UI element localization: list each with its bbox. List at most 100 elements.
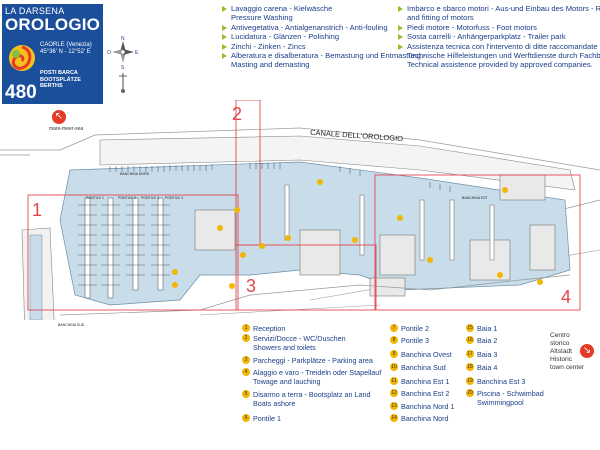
bullet-triangle-icon	[222, 53, 227, 60]
legend-line: Pontile 2	[401, 324, 429, 333]
compass-o: O	[107, 50, 111, 56]
historic-center: Centro storico Altstadt Historic town ce…	[550, 332, 594, 372]
legend-number-badge: 13	[390, 402, 398, 410]
pontile-3-label: PONTILE 3	[141, 196, 159, 200]
legend-number-badge: 12	[390, 389, 398, 397]
pontile-2-label: PONTILE 2	[118, 196, 136, 200]
arrow-down-right-icon: ↘	[580, 344, 594, 358]
legend-line: Reception	[253, 324, 286, 333]
pontile-1-label: PONTILE 1	[86, 196, 104, 200]
legend-text: Banchina Est 2	[401, 389, 449, 398]
service-text: Antivegetativa - Antialgenanstrich - Ant…	[231, 22, 388, 32]
service-text: Imbarco e sbarco motori - Aus-und Einbau…	[407, 4, 600, 13]
logo-berths-number: 480	[5, 82, 37, 103]
marina-map	[0, 100, 600, 320]
arrow-up-left-icon: ↖	[52, 110, 66, 124]
legend-text: Pontile 2	[401, 324, 429, 333]
logo-swirl-icon	[9, 45, 35, 71]
legend-text: Banchina Nord 1	[401, 402, 455, 411]
legend-number-badge: 19	[466, 377, 474, 385]
service-text: Zinchi - Zinken - Zincs	[231, 41, 306, 51]
legend-line: Baia 3	[477, 350, 498, 359]
legend-line: Boats ashore	[253, 399, 296, 408]
service-item: Alberatura e disalberatura - Bemastung u…	[222, 51, 426, 70]
legend-number-badge: 15	[466, 324, 474, 332]
legend-number-badge: 14	[390, 414, 398, 422]
legend-number-badge: 2	[242, 334, 250, 342]
legend-number-badge: 8	[390, 336, 398, 344]
logo-line2: OROLOGIO	[5, 15, 101, 34]
legend-text: Baia 4	[477, 363, 497, 372]
marina-logo: LA DARSENA OROLOGIO CAORLE (Venezia) 45°…	[2, 4, 103, 104]
legend-number-badge: 7	[390, 324, 398, 332]
service-text: Technical assistence provided by approve…	[407, 60, 593, 70]
service-item: Sosta carrelli - Anhängerparkplatz - Tra…	[398, 32, 600, 41]
compass-s: S	[121, 65, 125, 71]
compass-rose-icon: N S O E	[107, 36, 139, 93]
legend-number-badge: 10	[390, 363, 398, 371]
legend-text: Pontile 1	[253, 414, 281, 423]
banchina-sud-label: BANCHINA SUD	[58, 323, 85, 327]
service-item: Imbarco e sbarco motori - Aus-und Einbau…	[398, 4, 600, 23]
legend-text: Parcheggi - Parkplätze - Parking area	[253, 356, 373, 365]
legend-number-badge: 20	[466, 389, 474, 397]
legend-line: Pontile 1	[253, 414, 281, 423]
center-line-4: Historic	[550, 356, 572, 363]
service-text: Lavaggio carena - Kielwäsche	[231, 4, 333, 13]
legend-line: Banchina Est 3	[477, 377, 526, 386]
legend-text: Banchina Ovest	[401, 350, 452, 359]
bullet-triangle-icon	[398, 43, 403, 50]
service-text: Piedi motore - Motorfuss - Foot motors	[407, 22, 537, 32]
center-line-3: Altstadt	[550, 348, 572, 355]
service-text: Alberatura e disalberatura - Bemastung u…	[231, 51, 426, 61]
service-text: Pressure Washing	[231, 13, 293, 23]
pontile-4-label: PONTILE 4	[165, 196, 183, 200]
logo-berths-label-3: BERTHS	[40, 83, 63, 89]
legend-line: Alaggio e varo - Treideln oder Stapellau…	[253, 368, 382, 377]
legend-text: Banchina Nord	[401, 414, 449, 423]
legend-line: Baia 1	[477, 324, 498, 333]
legend-number-badge: 5	[242, 390, 250, 398]
legend-number-badge: 17	[466, 350, 474, 358]
service-item: Antivegetativa - Antialgenanstrich - Ant…	[222, 23, 426, 32]
legend-text: Baia 1	[477, 324, 497, 333]
legend-text: Banchina Est 1	[401, 377, 449, 386]
service-item: Lucidatura - Glänzen - Polishing	[222, 32, 426, 41]
legend-line: Baia 2	[477, 336, 498, 345]
bullet-triangle-icon	[222, 24, 227, 31]
banchina-est-label: BANCHINA EST	[462, 196, 488, 200]
bullet-triangle-icon	[398, 6, 403, 12]
bullet-triangle-icon	[222, 34, 227, 41]
legend-line: Banchina Nord	[401, 414, 449, 423]
legend-number-badge: 3	[242, 356, 250, 364]
bullet-triangle-icon	[222, 6, 227, 12]
service-item: Piedi motore - Motorfuss - Foot motors	[398, 23, 600, 32]
mare-label: mare-meer-sea	[49, 126, 84, 132]
legend-line: Piscina - Schwimbad	[477, 389, 544, 398]
service-text: Masting and demasting	[231, 60, 310, 70]
legend-line: Banchina Est 2	[401, 389, 450, 398]
legend-number-badge: 1	[242, 324, 250, 332]
logo-location-2: 45°36' N - 12°52' E	[40, 49, 91, 55]
bullet-triangle-icon	[398, 34, 403, 41]
legend-line: Parcheggi - Parkplätze - Parking area	[253, 356, 373, 365]
service-text: Technische Hilfeleistungen und Werftdien…	[407, 51, 600, 61]
bullet-triangle-icon	[398, 24, 403, 31]
legend-line: Banchina Sud	[401, 363, 446, 372]
center-line-5: town center	[550, 364, 585, 371]
legend-line: Pontile 3	[401, 336, 429, 345]
legend-text: Baia 2	[477, 336, 497, 345]
center-line-2: storico	[550, 340, 570, 347]
service-text: Lucidatura - Glänzen - Polishing	[231, 32, 340, 42]
legend-number-badge: 4	[242, 368, 250, 376]
logo-berths-label-2: BOOTSPLÄTZE	[40, 76, 81, 83]
legend-number-badge: 11	[390, 377, 398, 385]
compass-n: N	[121, 36, 125, 42]
legend-text: Pontile 3	[401, 336, 429, 345]
legend-number-badge: 18	[466, 363, 474, 371]
zone-3: 3	[246, 276, 257, 296]
